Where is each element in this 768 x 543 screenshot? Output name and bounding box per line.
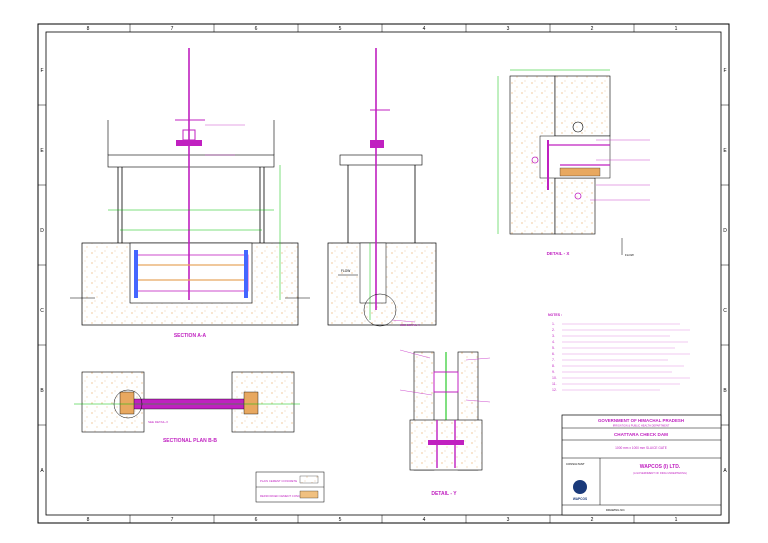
row-ref-a: A: [40, 468, 44, 474]
col-ref-b6: 3: [507, 517, 510, 523]
govt-heading: GOVERNMENT OF HIMACHAL PRADESH: [598, 418, 684, 423]
note-item: 8.: [552, 364, 555, 368]
flow-label-detail: FLOW: [625, 253, 634, 257]
col-ref-b3: 6: [255, 517, 258, 523]
company-name: WAPCOS (I) LTD.: [640, 464, 681, 470]
logo-text: WAPCOS: [573, 497, 587, 501]
drawing-title: 1000 mm x 1000 mm SLUICE GATE: [615, 446, 667, 450]
section-aa-title: SECTION A-A: [174, 333, 207, 339]
row-ref-rf: F: [723, 68, 726, 74]
note-item: 1.: [552, 322, 555, 326]
row-ref-rd: D: [723, 228, 727, 234]
side-elevation-view: FLOW SEE DETAIL-Y: [327, 48, 437, 327]
detail-y-title: DETAIL - Y: [431, 491, 457, 497]
wapcos-logo-icon: [573, 480, 587, 494]
note-item: 12.: [552, 388, 557, 392]
row-ref-b: B: [40, 388, 44, 394]
row-ref-f: F: [40, 68, 43, 74]
col-ref-8: 1: [675, 26, 678, 32]
row-ref-e: E: [40, 148, 44, 154]
material-legend: PLAIN CEMENT CONCRETE REINFORCED CEMENT …: [255, 471, 325, 503]
drawing-number: DRAWING NO.: [606, 508, 625, 512]
col-ref-2: 7: [171, 26, 174, 32]
detail-x-title: DETAIL - X: [547, 251, 570, 256]
note-item: 6.: [552, 352, 555, 356]
outer-border: [37, 23, 730, 524]
note-item: 2.: [552, 328, 555, 332]
see-detail-y-label: SEE DETAIL-Y: [400, 323, 420, 327]
note-item: 9.: [552, 370, 555, 374]
col-ref-1: 8: [87, 26, 90, 32]
legend-pcc-swatch: [299, 475, 319, 484]
row-ref-rb: B: [723, 388, 727, 394]
row-ref-ra: A: [723, 468, 727, 474]
sectional-plan-title: SECTIONAL PLAN B-B: [163, 438, 217, 444]
col-ref-6: 3: [507, 26, 510, 32]
inner-border: [45, 31, 722, 516]
note-item: 3.: [552, 334, 555, 338]
col-ref-3: 6: [255, 26, 258, 32]
col-ref-b1: 8: [87, 517, 90, 523]
project-name: CHATTARA CHECK DAM: [614, 432, 668, 437]
legend-rcc-swatch: [299, 490, 319, 499]
col-ref-5: 4: [423, 26, 426, 32]
company-subtitle: (A GOVERNMENT OF INDIA UNDERTAKING): [633, 471, 687, 475]
col-ref-b2: 7: [171, 517, 174, 523]
note-item: 4.: [552, 340, 555, 344]
col-ref-b8: 1: [675, 517, 678, 523]
detail-x-view: FLOW DETAIL - X: [497, 69, 650, 257]
col-ref-7: 2: [591, 26, 594, 32]
detail-y-view: DETAIL - Y: [399, 349, 491, 497]
section-aa-view: SECTION A-A: [70, 48, 310, 339]
col-ref-b4: 5: [339, 517, 342, 523]
general-notes: NOTES : 1. 2. 3. 4. 5. 6. 7. 8. 9. 10. 1…: [548, 313, 690, 392]
note-item: 11.: [552, 382, 557, 386]
title-block: GOVERNMENT OF HIMACHAL PRADESH IRRIGATIO…: [561, 414, 722, 516]
notes-heading: NOTES :: [548, 313, 562, 317]
row-ref-re: E: [723, 148, 727, 154]
col-ref-b5: 4: [423, 517, 426, 523]
see-detail-x-label: SEE DETAIL-X: [148, 420, 168, 424]
consultant-label: CONSULTANT: [566, 462, 585, 466]
legend-pcc-label: PLAIN CEMENT CONCRETE: [260, 479, 297, 483]
flow-label-side: FLOW: [341, 269, 350, 273]
col-ref-4: 5: [339, 26, 342, 32]
row-ref-c: C: [40, 308, 44, 314]
legend-rcc-label: REINFORCED CEMENT CONCRETE: [260, 494, 308, 498]
department-name: IRRIGATION & PUBLIC HEALTH DEPARTMENT: [613, 424, 670, 428]
row-ref-d: D: [40, 228, 44, 234]
note-item: 10.: [552, 376, 557, 380]
col-ref-b7: 2: [591, 517, 594, 523]
sectional-plan-view: SEE DETAIL-X SECTIONAL PLAN B-B: [74, 371, 300, 444]
note-item: 5.: [552, 346, 555, 350]
row-ref-rc: C: [723, 308, 727, 314]
note-item: 7.: [552, 358, 555, 362]
border-grid-refs: 8 7 6 5 4 3 2 1 8 7 6 5 4 3 2 1 F E D C …: [38, 24, 729, 523]
